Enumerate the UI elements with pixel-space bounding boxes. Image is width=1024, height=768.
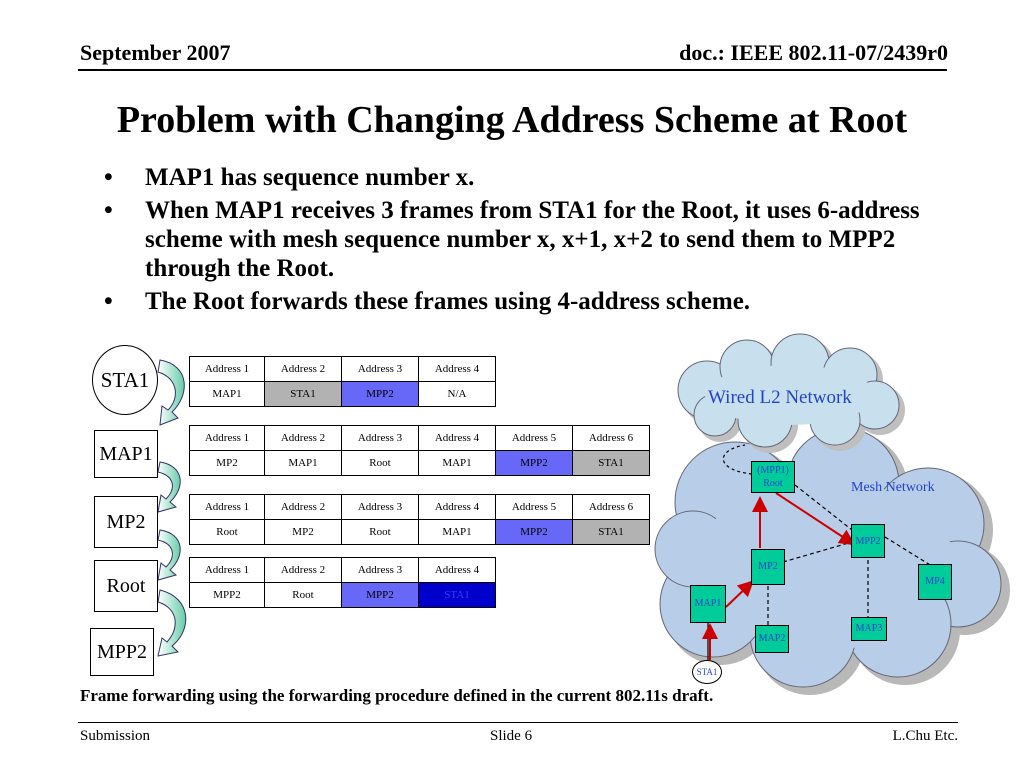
table-cell: MPP2 bbox=[341, 381, 419, 407]
table-header: Address 6 bbox=[572, 494, 650, 520]
map2-node: MAP2 bbox=[755, 625, 789, 653]
table-header: Address 3 bbox=[341, 425, 419, 451]
footer-author: L.Chu Etc. bbox=[892, 728, 958, 744]
figure-caption: Frame forwarding using the forwarding pr… bbox=[80, 686, 714, 705]
root-node-label-line2: Root bbox=[763, 478, 783, 489]
footer-submission: Submission bbox=[80, 728, 151, 744]
bullet-item: When MAP1 receives 3 frames from STA1 fo… bbox=[100, 196, 950, 283]
table-cell: N/A bbox=[418, 381, 496, 407]
table-cell: MP2 bbox=[189, 450, 265, 476]
table-cell: Root bbox=[189, 519, 265, 545]
mesh-network-label: Mesh Network bbox=[851, 480, 935, 495]
root-mpp1-node: (MPP1) Root bbox=[751, 461, 795, 493]
mpp2-node: MPP2 bbox=[851, 524, 885, 558]
address-table-4: Address 1 Address 2 Address 3 Address 4 … bbox=[189, 557, 496, 608]
table-header: Address 1 bbox=[189, 494, 265, 520]
table-cell: MAP1 bbox=[418, 450, 496, 476]
footer-divider bbox=[78, 722, 958, 723]
table-cell: STA1 bbox=[572, 519, 650, 545]
bullet-item: The Root forwards these frames using 4-a… bbox=[100, 287, 950, 316]
table-cell: Root bbox=[264, 582, 342, 608]
table-cell: Root bbox=[341, 519, 419, 545]
curved-arrow-icon bbox=[157, 589, 187, 657]
node-mpp2: MPP2 bbox=[90, 628, 154, 676]
node-map1: MAP1 bbox=[94, 430, 158, 478]
wired-network-label: Wired L2 Network bbox=[708, 387, 852, 408]
mesh-links bbox=[767, 484, 936, 625]
bullet-item: MAP1 has sequence number x. bbox=[100, 163, 950, 192]
address-table-3: Address 1 Address 2 Address 3 Address 4 … bbox=[189, 494, 650, 545]
node-sta1: STA1 bbox=[92, 345, 158, 415]
table-header: Address 2 bbox=[264, 425, 342, 451]
table-header: Address 4 bbox=[418, 356, 496, 382]
table-header: Address 5 bbox=[495, 425, 573, 451]
table-header: Address 6 bbox=[572, 425, 650, 451]
mp4-node: MP4 bbox=[918, 564, 952, 600]
table-header: Address 2 bbox=[264, 356, 342, 382]
table-header: Address 1 bbox=[189, 557, 265, 583]
table-header: Address 4 bbox=[418, 494, 496, 520]
table-cell: STA1 bbox=[418, 582, 496, 608]
header-doc-id: doc.: IEEE 802.11-07/2439r0 bbox=[679, 40, 948, 65]
table-cell: STA1 bbox=[264, 381, 342, 407]
table-header: Address 4 bbox=[418, 557, 496, 583]
table-cell: MPP2 bbox=[189, 582, 265, 608]
address-table-2: Address 1 Address 2 Address 3 Address 4 … bbox=[189, 425, 650, 476]
slide-title: Problem with Changing Address Scheme at … bbox=[116, 99, 908, 141]
map1-node: MAP1 bbox=[690, 585, 726, 623]
curved-arrow-icon bbox=[157, 461, 181, 513]
node-root: Root bbox=[94, 560, 158, 612]
table-header: Address 3 bbox=[341, 356, 419, 382]
table-cell: MPP2 bbox=[341, 582, 419, 608]
table-cell: MP2 bbox=[264, 519, 342, 545]
footer-slide-number: Slide 6 bbox=[490, 728, 533, 744]
table-header: Address 1 bbox=[189, 425, 265, 451]
table-cell: MAP1 bbox=[189, 381, 265, 407]
table-header: Address 2 bbox=[264, 494, 342, 520]
root-node-label-line1: (MPP1) bbox=[757, 465, 789, 476]
table-header: Address 4 bbox=[418, 425, 496, 451]
bullet-list: MAP1 has sequence number x. When MAP1 re… bbox=[100, 163, 950, 320]
map3-node: MAP3 bbox=[851, 617, 887, 641]
table-header: Address 5 bbox=[495, 494, 573, 520]
table-header: Address 2 bbox=[264, 557, 342, 583]
curved-arrow-icon bbox=[157, 529, 181, 581]
wired-network-cloud bbox=[677, 333, 905, 453]
table-header: Address 3 bbox=[341, 557, 419, 583]
table-cell: MAP1 bbox=[418, 519, 496, 545]
table-header: Address 1 bbox=[189, 356, 265, 382]
mp2-node: MP2 bbox=[751, 549, 785, 585]
address-table-1: Address 1 Address 2 Address 3 Address 4 … bbox=[189, 356, 496, 407]
curved-arrow-icon bbox=[157, 359, 185, 426]
table-cell: MPP2 bbox=[495, 450, 573, 476]
table-cell: MAP1 bbox=[264, 450, 342, 476]
table-cell: STA1 bbox=[572, 450, 650, 476]
table-header: Address 3 bbox=[341, 494, 419, 520]
forwarding-arrows bbox=[702, 492, 856, 660]
header-divider bbox=[78, 69, 947, 71]
table-cell: MPP2 bbox=[495, 519, 573, 545]
node-mp2: MP2 bbox=[94, 496, 158, 548]
header-date: September 2007 bbox=[80, 40, 231, 65]
table-cell: Root bbox=[341, 450, 419, 476]
sta1-node: STA1 bbox=[692, 660, 722, 684]
